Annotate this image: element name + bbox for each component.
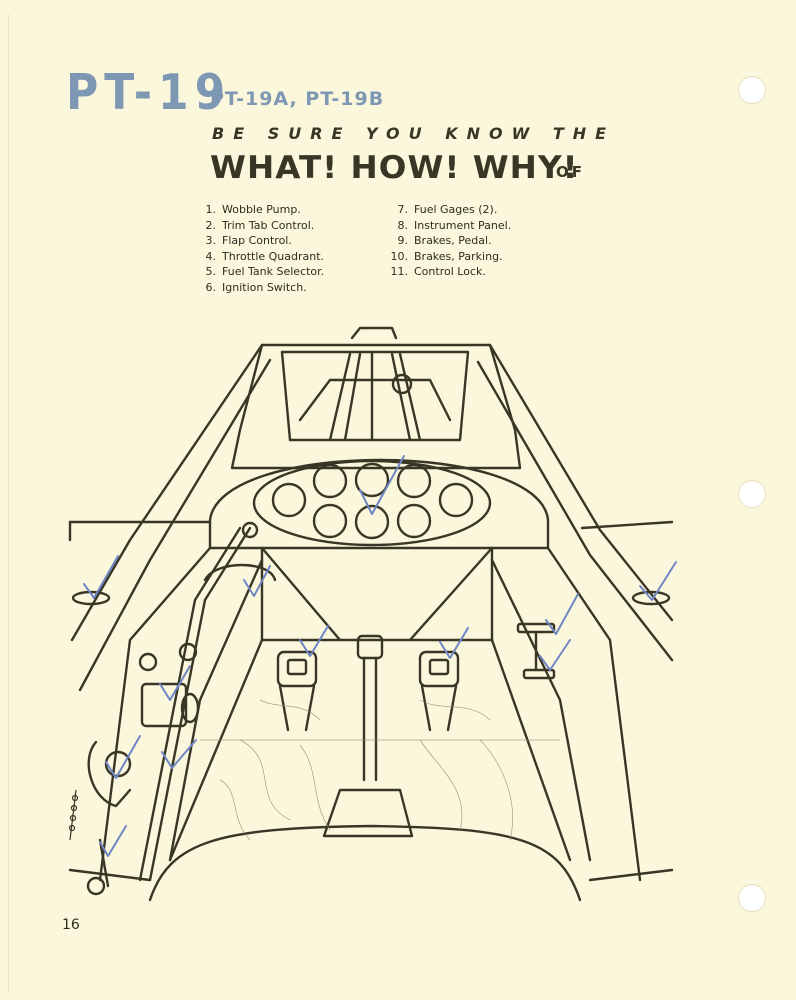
heading-suffix: OF bbox=[556, 163, 585, 181]
mixture-knob bbox=[178, 642, 198, 662]
right-fuselage-side bbox=[546, 546, 642, 882]
checklist-left: 1.Wobble Pump. 2.Trim Tab Control. 3.Fla… bbox=[192, 202, 325, 296]
stick-boot bbox=[322, 788, 414, 838]
front-cockpit-outline bbox=[298, 378, 452, 422]
binder-hole-bottom bbox=[738, 884, 766, 912]
rim-edges bbox=[68, 868, 674, 882]
instrument-gauge bbox=[396, 503, 432, 539]
floor-wood-grain bbox=[200, 699, 560, 841]
right-pedal-arm bbox=[420, 684, 458, 732]
check-mark-icon bbox=[83, 555, 119, 599]
check-mark-icon bbox=[639, 561, 677, 601]
firewall-sides bbox=[260, 546, 494, 642]
ignition-switch-lever bbox=[98, 838, 110, 888]
floor-edges bbox=[168, 638, 572, 862]
cockpit-rim bbox=[148, 824, 582, 902]
instrument-gauge bbox=[396, 463, 432, 499]
left-fuel-gage bbox=[71, 590, 111, 606]
check-mark-icon bbox=[99, 825, 127, 857]
heading-line2: WHAT! HOW! WHY! bbox=[210, 150, 579, 186]
check-mark-icon bbox=[545, 593, 579, 635]
instrument-gauge bbox=[271, 482, 307, 518]
list-item: 8.Instrument Panel. bbox=[397, 218, 512, 232]
heading-line1: BE SURE YOU KNOW THE bbox=[212, 124, 616, 143]
model-title: PT-19 bbox=[66, 64, 232, 122]
list-item: 11.Control Lock. bbox=[390, 265, 486, 279]
list-item: 6.Ignition Switch. bbox=[205, 280, 307, 294]
right-pedal-brake bbox=[428, 658, 450, 676]
pen-checkmarks bbox=[83, 455, 677, 857]
page-edge bbox=[8, 14, 785, 992]
check-mark-icon bbox=[161, 739, 197, 769]
windshield-glass bbox=[280, 350, 470, 442]
right-fuel-gage bbox=[631, 590, 671, 606]
instrument-panel-cowl bbox=[208, 458, 550, 550]
left-frame-tube bbox=[168, 558, 264, 862]
instrument-gauge bbox=[354, 462, 390, 498]
left-fuselage-side bbox=[98, 546, 212, 882]
cross-braces bbox=[260, 546, 494, 642]
instrument-gauge bbox=[312, 463, 348, 499]
instrument-gauge bbox=[354, 504, 390, 540]
instrument-gauge bbox=[312, 503, 348, 539]
checklist-right: 7.Fuel Gages (2). 8.Instrument Panel. 9.… bbox=[384, 202, 512, 280]
throttle-quadrant bbox=[140, 682, 188, 728]
left-pedal-arm bbox=[278, 684, 316, 732]
left-canopy-rail-inner bbox=[78, 358, 272, 692]
instrument-panel bbox=[252, 459, 492, 547]
check-mark-icon bbox=[159, 665, 191, 701]
front-stick-knob bbox=[391, 373, 413, 395]
throttle-knob bbox=[138, 652, 158, 672]
windshield-frame bbox=[230, 343, 522, 470]
check-mark-icon bbox=[359, 455, 405, 515]
list-item: 3.Flap Control. bbox=[205, 234, 292, 248]
control-stick-grip bbox=[356, 634, 384, 660]
trim-tab-rod bbox=[148, 526, 252, 882]
wobble-pump-chain bbox=[68, 789, 79, 841]
instrument-gauge bbox=[438, 482, 474, 518]
right-rudder-pedal bbox=[418, 650, 460, 688]
right-canopy-rail bbox=[488, 343, 674, 622]
page-number: 16 bbox=[62, 917, 80, 933]
right-canopy-rail-inner bbox=[476, 360, 674, 662]
list-item: 10.Brakes, Parking. bbox=[390, 249, 503, 263]
binder-hole-top bbox=[738, 76, 766, 104]
left-canopy-rail bbox=[70, 343, 264, 642]
flap-control-rod bbox=[138, 526, 242, 882]
windshield-top-cap bbox=[350, 326, 398, 340]
binder-hole-middle bbox=[738, 480, 766, 508]
list-item: 1.Wobble Pump. bbox=[205, 203, 301, 216]
list-item: 7.Fuel Gages (2). bbox=[397, 203, 498, 216]
check-mark-icon bbox=[299, 625, 329, 657]
left-pedal-brake bbox=[286, 658, 308, 676]
check-mark-icon bbox=[439, 627, 469, 659]
flap-quadrant bbox=[203, 563, 277, 582]
fuel-tank-selector bbox=[180, 692, 200, 724]
check-mark-icon bbox=[243, 565, 271, 597]
trim-knob bbox=[241, 521, 259, 539]
ignition-switch bbox=[86, 876, 106, 896]
list-item: 4.Throttle Quadrant. bbox=[205, 249, 325, 263]
model-variants: PT-19A, PT-19B bbox=[210, 88, 385, 110]
control-stick-shaft bbox=[362, 656, 378, 782]
check-mark-icon bbox=[539, 639, 571, 671]
left-rudder-pedal bbox=[276, 650, 318, 688]
windshield-struts bbox=[328, 352, 422, 442]
wobble-pump bbox=[87, 740, 132, 808]
check-mark-icon bbox=[105, 735, 141, 779]
control-lock bbox=[522, 668, 556, 680]
wobble-pump-handle bbox=[104, 750, 132, 778]
list-item: 5.Fuel Tank Selector. bbox=[205, 265, 325, 279]
list-item: 9.Brakes, Pedal. bbox=[397, 234, 492, 248]
list-item: 2.Trim Tab Control. bbox=[205, 218, 315, 232]
right-frame-tube bbox=[490, 558, 592, 862]
